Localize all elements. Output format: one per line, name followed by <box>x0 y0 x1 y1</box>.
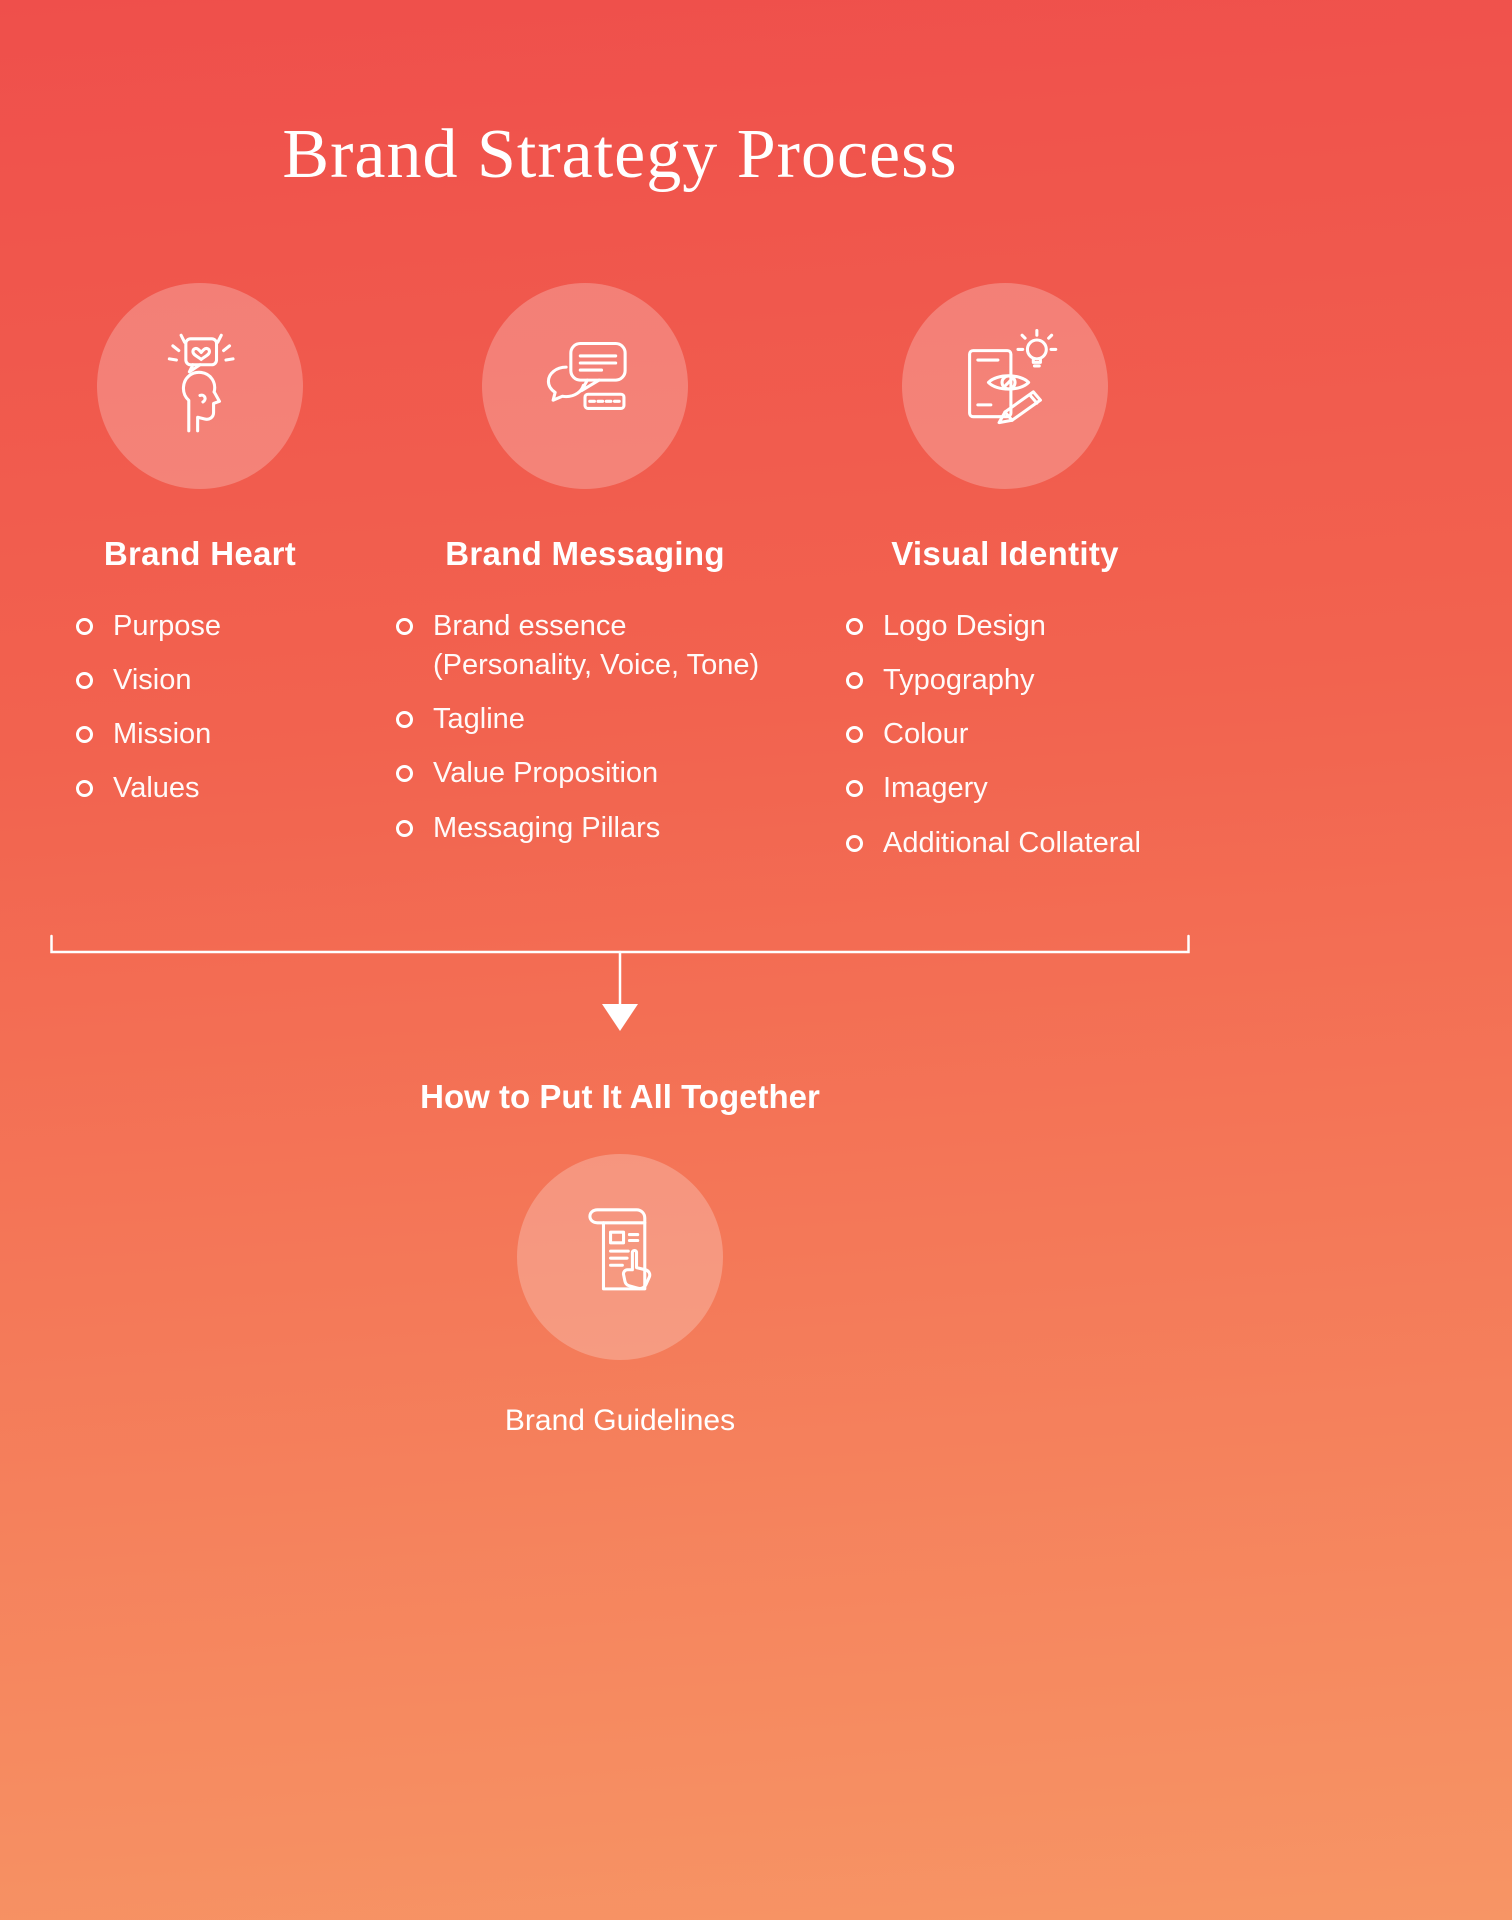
infographic: Brand Strategy Process <box>50 0 1190 1438</box>
bullet-icon <box>846 726 863 744</box>
item-label: Colour <box>883 718 969 751</box>
list-item: Purpose <box>76 607 350 646</box>
item-label: Imagery <box>883 772 988 805</box>
column-visual-identity: Visual Identity Logo Design Typography C… <box>820 283 1190 878</box>
visual-identity-circle <box>902 283 1108 489</box>
list-item: Additional Collateral <box>846 824 1190 863</box>
item-label: Mission <box>113 718 212 751</box>
column-brand-heart: Brand Heart Purpose Vision Mission Value… <box>50 283 350 878</box>
list-item: Brand essence (Personality, Voice, Tone) <box>396 607 800 685</box>
bullet-icon <box>76 618 93 635</box>
list-item: Messaging Pillars <box>396 809 800 848</box>
brand-heart-list: Purpose Vision Mission Values <box>50 607 350 824</box>
list-item: Typography <box>846 661 1190 700</box>
bottom-heading: How to Put It All Together <box>420 1077 820 1115</box>
bullet-icon <box>846 618 863 635</box>
item-label: Values <box>113 772 200 805</box>
design-tools-icon <box>968 329 1058 425</box>
list-item: Colour <box>846 715 1190 754</box>
bullet-icon <box>396 765 413 783</box>
speech-bubbles-icon <box>546 341 627 410</box>
item-label: Logo Design <box>883 610 1046 642</box>
bullet-icon <box>396 819 413 837</box>
item-label: Purpose <box>113 610 222 642</box>
item-label: Value Proposition <box>433 757 659 790</box>
list-item: Tagline <box>396 700 800 739</box>
bullet-icon <box>396 618 413 635</box>
brand-messaging-list: Brand essence (Personality, Voice, Tone)… <box>370 607 800 863</box>
bullet-icon <box>76 726 93 744</box>
item-label: Brand essence (Personality, Voice, Tone) <box>433 610 760 682</box>
list-item: Logo Design <box>846 607 1190 646</box>
column-heading-visual-identity: Visual Identity <box>891 535 1119 572</box>
flow-connector <box>50 934 1190 1038</box>
head-with-heart-icon <box>167 333 235 433</box>
item-label: Vision <box>113 664 192 697</box>
item-label: Messaging Pillars <box>433 811 661 844</box>
column-brand-messaging: Brand Messaging Brand essence (Personali… <box>370 283 800 878</box>
bullet-icon <box>76 780 93 798</box>
list-item: Value Proposition <box>396 754 800 793</box>
bullet-icon <box>846 780 863 798</box>
list-item: Mission <box>76 715 350 754</box>
document-click-icon <box>588 1207 652 1291</box>
item-label: Additional Collateral <box>883 826 1141 859</box>
process-columns: Brand Heart Purpose Vision Mission Value… <box>50 283 1190 878</box>
brand-guidelines-circle <box>517 1153 723 1360</box>
list-item: Values <box>76 769 350 808</box>
visual-identity-list: Logo Design Typography Colour Imagery Ad… <box>820 607 1190 878</box>
list-item: Vision <box>76 661 350 700</box>
item-label: Typography <box>883 664 1035 697</box>
item-label: Tagline <box>433 703 525 736</box>
brand-heart-circle <box>97 283 303 489</box>
bracket-arrow-icon <box>50 934 1190 1031</box>
bullet-icon <box>396 711 413 729</box>
bullet-icon <box>846 672 863 690</box>
column-heading-brand-messaging: Brand Messaging <box>445 535 725 572</box>
bullet-icon <box>76 672 93 690</box>
brand-messaging-circle <box>482 283 688 489</box>
bullet-icon <box>846 834 863 852</box>
brand-guidelines-label: Brand Guidelines <box>504 1403 736 1437</box>
column-heading-brand-heart: Brand Heart <box>103 535 297 572</box>
list-item: Imagery <box>846 769 1190 808</box>
page-title: Brand Strategy Process <box>282 116 958 193</box>
